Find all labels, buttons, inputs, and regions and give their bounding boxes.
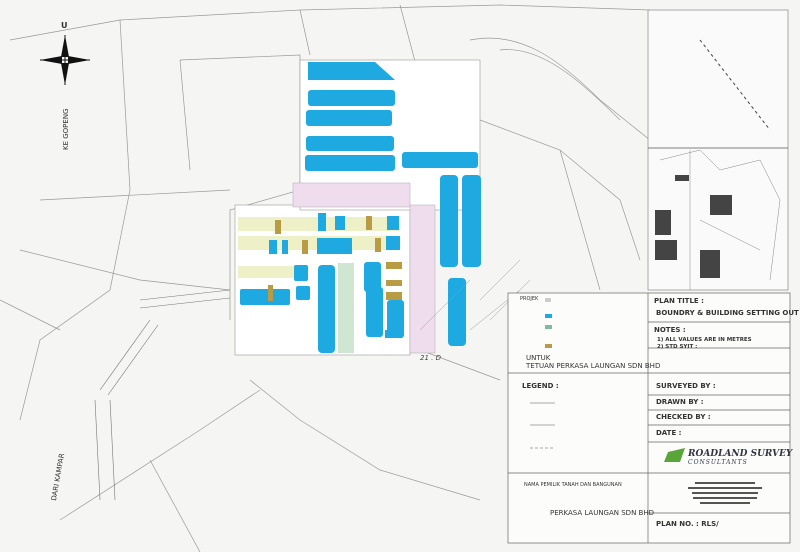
drawn-by: DRAWN BY : (656, 398, 704, 406)
note-2: 2) STD SYIT : (657, 344, 698, 350)
checked-by: CHECKED BY : (656, 413, 711, 421)
plan-title-label: PLAN TITLE : (654, 297, 704, 305)
title-block-frame (507, 292, 791, 544)
firm-stamp (688, 482, 762, 504)
untuk-label: UNTUK (526, 354, 551, 362)
western-plots (94, 289, 231, 501)
projek-legend-swatches (530, 298, 555, 449)
road-label-north: KE GOPENG (62, 108, 70, 150)
plan-title: BOUNDRY & BUILDING SETTING OUT PLAN (656, 309, 800, 317)
development-site: 21 . D (234, 59, 531, 362)
legend-label: LEGEND : (522, 382, 559, 390)
note-1: 1) ALL VALUES ARE IN METRES (657, 337, 752, 343)
firm-logo-icon (664, 448, 685, 462)
svg-text:21 . D: 21 . D (420, 354, 442, 362)
owner-name: PERKASA LAUNGAN SDN BHD (550, 509, 654, 517)
client-name: TETUAN PERKASA LAUNGAN SDN BHD (526, 362, 661, 370)
projek-label: PROJEK (520, 296, 539, 302)
firm-name: ROADLAND SURVEY (688, 449, 793, 459)
north-arrow-icon (40, 35, 90, 85)
surveyed-by: SURVEYED BY : (656, 382, 716, 390)
date-label: DATE : (656, 429, 682, 437)
firm-subtitle: CONSULTANTS (688, 459, 748, 466)
plan-number: PLAN NO. : RLS/ (656, 520, 719, 528)
north-label: U (61, 21, 68, 30)
key-plan (647, 9, 789, 291)
owner-label: NAMA PEMILIK TANAH DAN BANGUNAN (524, 482, 622, 488)
notes-label: NOTES : (654, 326, 686, 334)
